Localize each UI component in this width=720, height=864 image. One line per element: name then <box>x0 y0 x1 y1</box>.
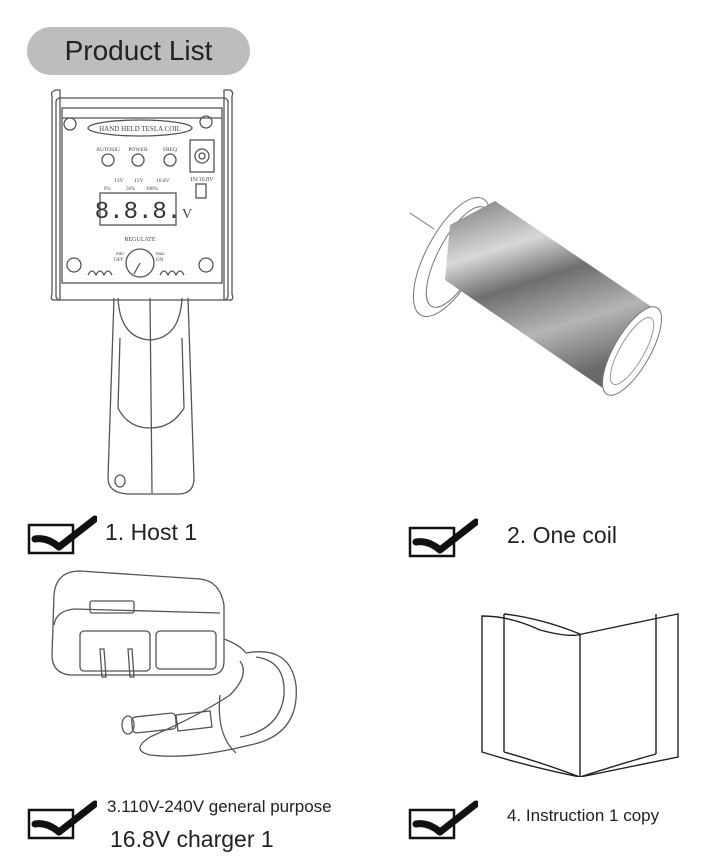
svg-text:15V: 15V <box>134 178 144 184</box>
charger-illustration <box>40 565 320 765</box>
item-1-row <box>27 515 97 555</box>
host-illustration: HAND HELD TESLA COIL AUTOSIG POWER FREQ … <box>48 88 238 498</box>
item-4-label: 4. Instruction 1 copy <box>507 806 660 825</box>
instruction-manual-icon <box>481 613 679 777</box>
item-4-row <box>408 800 478 840</box>
checkmark-icon <box>27 800 97 840</box>
svg-text:50%: 50% <box>126 187 135 192</box>
item-1-label: 1. Host 1 <box>105 519 198 545</box>
page-title-text: Product List <box>64 35 213 66</box>
checkmark-icon <box>408 800 478 840</box>
manual-illustration <box>480 612 680 777</box>
item-3-label-line2: 16.8V charger 1 <box>110 826 274 852</box>
svg-text:REGULATE: REGULATE <box>125 237 156 243</box>
checkmark-icon <box>408 518 478 558</box>
svg-text:100%: 100% <box>146 187 158 192</box>
item-3-row <box>27 800 97 840</box>
svg-text:OFF: OFF <box>114 258 123 263</box>
item-2-label: 2. One coil <box>507 522 617 548</box>
checkmark-icon <box>27 515 97 555</box>
page-title: Product List <box>27 27 250 75</box>
svg-text:min: min <box>116 252 124 257</box>
charger-icon <box>51 570 297 757</box>
svg-text:8.8.8.: 8.8.8. <box>95 199 181 226</box>
svg-text:13V: 13V <box>114 178 124 184</box>
coil-icon <box>409 196 662 396</box>
svg-text:POWER: POWER <box>128 147 148 153</box>
svg-text:max: max <box>156 252 165 257</box>
svg-text:AUTOSIG: AUTOSIG <box>96 147 120 153</box>
item-2-row <box>408 518 478 558</box>
svg-text:16.8V: 16.8V <box>156 178 170 184</box>
tesla-coil-host-icon: HAND HELD TESLA COIL AUTOSIG POWER FREQ … <box>50 89 234 495</box>
svg-text:0%: 0% <box>104 187 111 192</box>
svg-text:ON: ON <box>156 258 164 263</box>
svg-text:HAND HELD TESLA COIL: HAND HELD TESLA COIL <box>99 125 181 133</box>
svg-text:FREQ: FREQ <box>163 147 177 153</box>
coil-illustration <box>400 185 665 410</box>
item-3-label-line1: 3.110V-240V general purpose <box>107 797 332 816</box>
svg-text:IN:16.8V: IN:16.8V <box>191 177 214 183</box>
svg-text:V: V <box>182 207 192 222</box>
